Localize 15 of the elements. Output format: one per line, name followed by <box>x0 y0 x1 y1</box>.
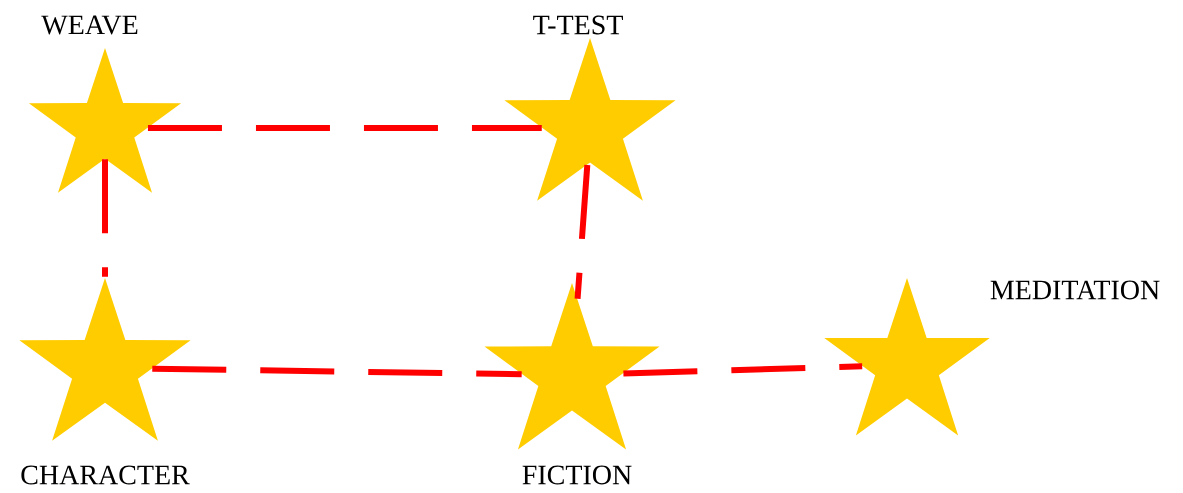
node-label: T-TEST <box>533 15 623 35</box>
star: T-TEST <box>504 15 676 201</box>
connector <box>152 365 522 378</box>
star: FICTION <box>484 283 660 485</box>
node-label: WEAVE <box>41 15 138 35</box>
node-label: FICTION <box>522 465 632 485</box>
connector <box>102 159 108 277</box>
connector <box>623 363 863 377</box>
connector <box>147 125 542 131</box>
connector <box>574 164 591 299</box>
star: CHARACTER <box>19 278 191 485</box>
node-label: MEDITATION <box>990 280 1160 300</box>
star: MEDITATION <box>824 278 1160 436</box>
star: WEAVE <box>28 15 182 193</box>
node-label: CHARACTER <box>21 465 190 485</box>
